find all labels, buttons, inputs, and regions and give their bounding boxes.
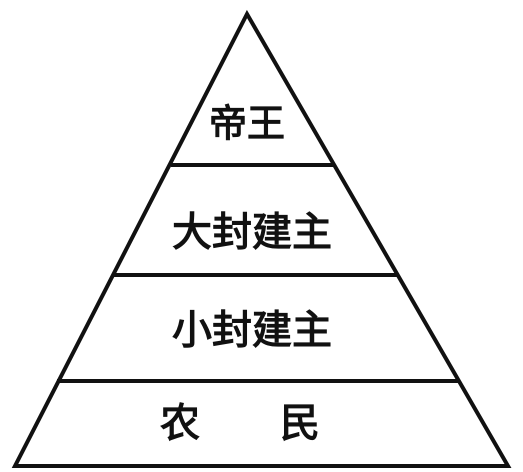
tier-label-lesser-feudal-lords: 小封建主 bbox=[172, 307, 332, 354]
tier-label-peasants: 农 民 bbox=[160, 400, 320, 447]
pyramid-outline bbox=[11, 9, 512, 468]
tier-label-emperor: 帝王 bbox=[209, 101, 285, 146]
tier-label-great-feudal-lords: 大封建主 bbox=[172, 209, 332, 256]
